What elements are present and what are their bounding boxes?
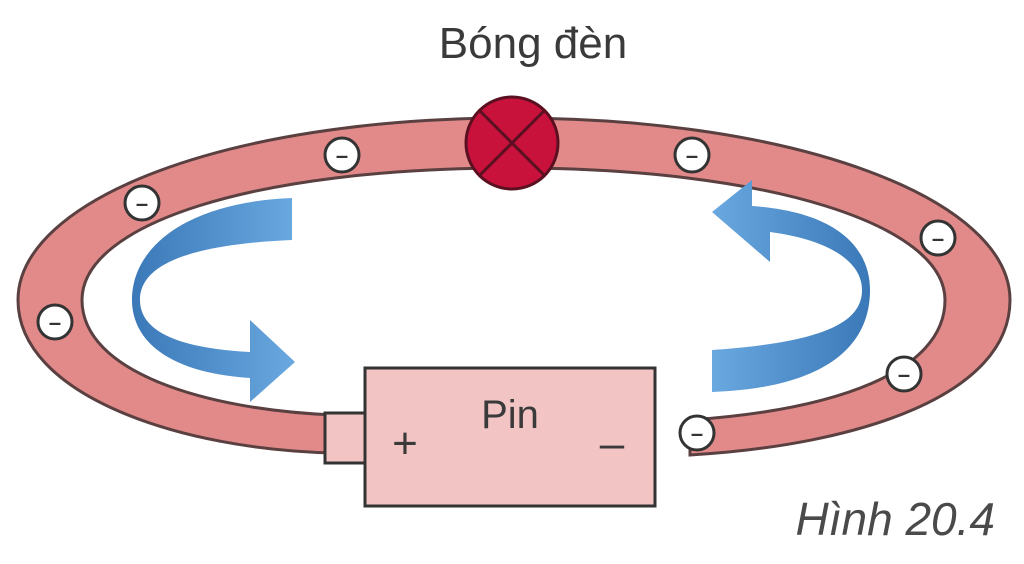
- svg-text:–: –: [898, 362, 910, 387]
- left-current-arrow: [132, 198, 295, 402]
- electron: –: [885, 355, 923, 393]
- bulb-cross-2: [478, 109, 546, 177]
- battery-negative-sign: –: [600, 419, 625, 468]
- battery-body: [363, 366, 657, 508]
- figure-caption: Hình 20.4: [796, 493, 995, 545]
- electron: –: [323, 136, 361, 174]
- electron: –: [673, 136, 711, 174]
- svg-text:–: –: [49, 310, 61, 335]
- svg-text:–: –: [932, 226, 944, 251]
- svg-text:–: –: [691, 421, 703, 446]
- svg-text:–: –: [336, 143, 348, 168]
- battery-positive-cap: [323, 411, 367, 465]
- battery-label: Pin: [481, 393, 539, 437]
- right-current-arrow: [712, 180, 870, 392]
- electron: –: [123, 184, 161, 222]
- electron: –: [678, 414, 716, 452]
- electrons: – – – – – – –: [36, 136, 957, 452]
- svg-text:–: –: [686, 143, 698, 168]
- bulb-label: Bóng đèn: [439, 19, 627, 68]
- battery-positive-sign: +: [392, 419, 418, 468]
- battery: Pin + –: [323, 366, 657, 508]
- bulb: [464, 95, 560, 191]
- electron: –: [919, 219, 957, 257]
- electron: –: [36, 303, 74, 341]
- svg-text:–: –: [136, 191, 148, 216]
